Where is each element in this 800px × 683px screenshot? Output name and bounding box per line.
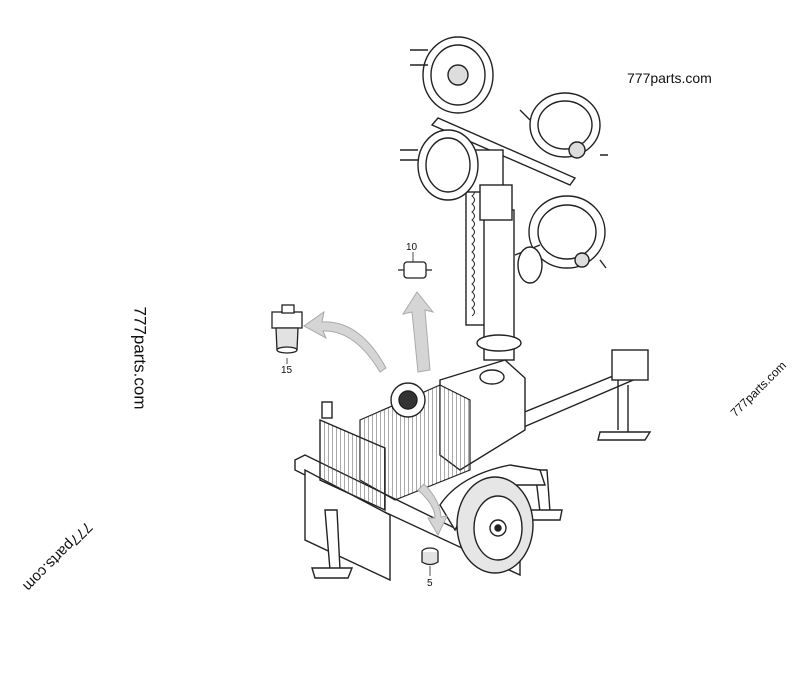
callout-arrows	[303, 291, 448, 537]
floodlight-top-right	[519, 92, 608, 159]
floodlight-mid-left	[400, 129, 479, 201]
arrow-to-part-10	[401, 291, 435, 373]
part-5-oil-filter	[421, 547, 439, 576]
watermark-left-vertical: 777parts.com	[130, 306, 150, 410]
floodlight-bottom-right	[514, 195, 607, 284]
floodlight-top-left	[410, 36, 494, 114]
watermark-top-right: 777parts.com	[627, 70, 712, 86]
part-10-label: 10	[406, 242, 418, 253]
light-tower	[400, 36, 608, 361]
arrow-to-part-15	[303, 310, 387, 373]
part-15-fuel-filter	[271, 304, 303, 364]
part-15-label: 15	[281, 365, 293, 376]
engine-block	[319, 359, 546, 574]
arrow-to-part-5	[417, 483, 448, 537]
part-10-inline-filter	[398, 252, 432, 279]
part-5-label: 5	[427, 578, 433, 589]
